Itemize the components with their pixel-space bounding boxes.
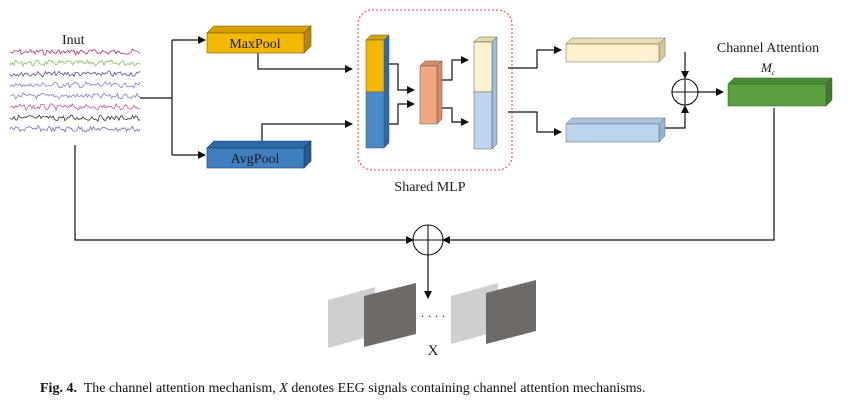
caption-variable: X <box>279 381 288 396</box>
connector-lines <box>74 36 775 299</box>
mlp-hidden-front <box>419 65 438 125</box>
eeg-signal-trace <box>9 81 141 89</box>
plane-left-back <box>328 287 375 348</box>
avgpool-top <box>206 140 312 149</box>
mlp-input-upper <box>365 39 385 93</box>
caption-text-after: denotes EEG signals containing channel a… <box>287 381 646 396</box>
ellipsis-dots: · · · · <box>421 309 446 323</box>
caption-lead: Fig. 4. <box>40 381 77 396</box>
avg-branch-top <box>565 117 666 125</box>
avgpool-label: AvgPool <box>231 152 280 167</box>
sum-circle-top <box>671 78 699 106</box>
mlp-hidden-column <box>419 60 443 125</box>
eeg-signal-trace <box>9 114 141 122</box>
x-label: X <box>428 343 439 359</box>
eeg-signal-trace <box>9 92 141 100</box>
maxpool-block: MaxPool <box>206 25 312 54</box>
eeg-signal-trace <box>9 102 141 112</box>
mlp-output-upper <box>473 41 493 93</box>
eeg-signal-trace <box>9 48 141 57</box>
avgpool-block: AvgPool <box>206 140 312 169</box>
mlp-hidden-side <box>436 60 443 125</box>
mlp-input-side <box>383 34 390 149</box>
mlp-input-column <box>365 34 390 149</box>
max-branch-top <box>565 37 666 45</box>
input-label: Inut <box>62 33 85 48</box>
figure-caption: Fig. 4. The channel attention mechanism,… <box>40 381 840 397</box>
eeg-signal-lines <box>9 48 141 133</box>
channel-attention-label: Channel Attention <box>717 41 819 56</box>
shared-mlp-label: Shared MLP <box>394 180 465 195</box>
max-branch-front <box>565 43 660 63</box>
maxpool-top <box>206 25 312 34</box>
mc-subscript: c <box>772 69 776 77</box>
channel-attention-top <box>727 77 833 85</box>
max-branch-output <box>565 37 666 63</box>
channel-attention-block <box>727 77 833 107</box>
maxpool-front <box>206 32 305 54</box>
sum-circle-bottom <box>412 224 444 256</box>
plane-right-front <box>486 280 536 344</box>
avg-branch-output <box>565 117 666 143</box>
avgpool-front <box>206 147 305 169</box>
mc-letter: M <box>760 60 773 75</box>
caption-text-before: The channel attention mechanism, <box>83 381 280 396</box>
channel-attention-front <box>727 83 827 107</box>
plane-left-front <box>364 283 416 347</box>
mc-symbol: Mc <box>760 60 776 77</box>
avg-branch-front <box>565 123 660 143</box>
maxpool-label: MaxPool <box>229 37 280 52</box>
mlp-output-lower <box>473 91 493 150</box>
output-feature-planes <box>328 280 536 348</box>
eeg-signal-trace <box>9 59 141 68</box>
mlp-output-column <box>473 36 498 150</box>
eeg-signal-trace <box>9 125 141 133</box>
shared-mlp-border <box>357 9 513 171</box>
mlp-input-lower <box>365 91 385 149</box>
mlp-output-side <box>491 36 498 150</box>
eeg-signal-trace <box>9 70 141 78</box>
